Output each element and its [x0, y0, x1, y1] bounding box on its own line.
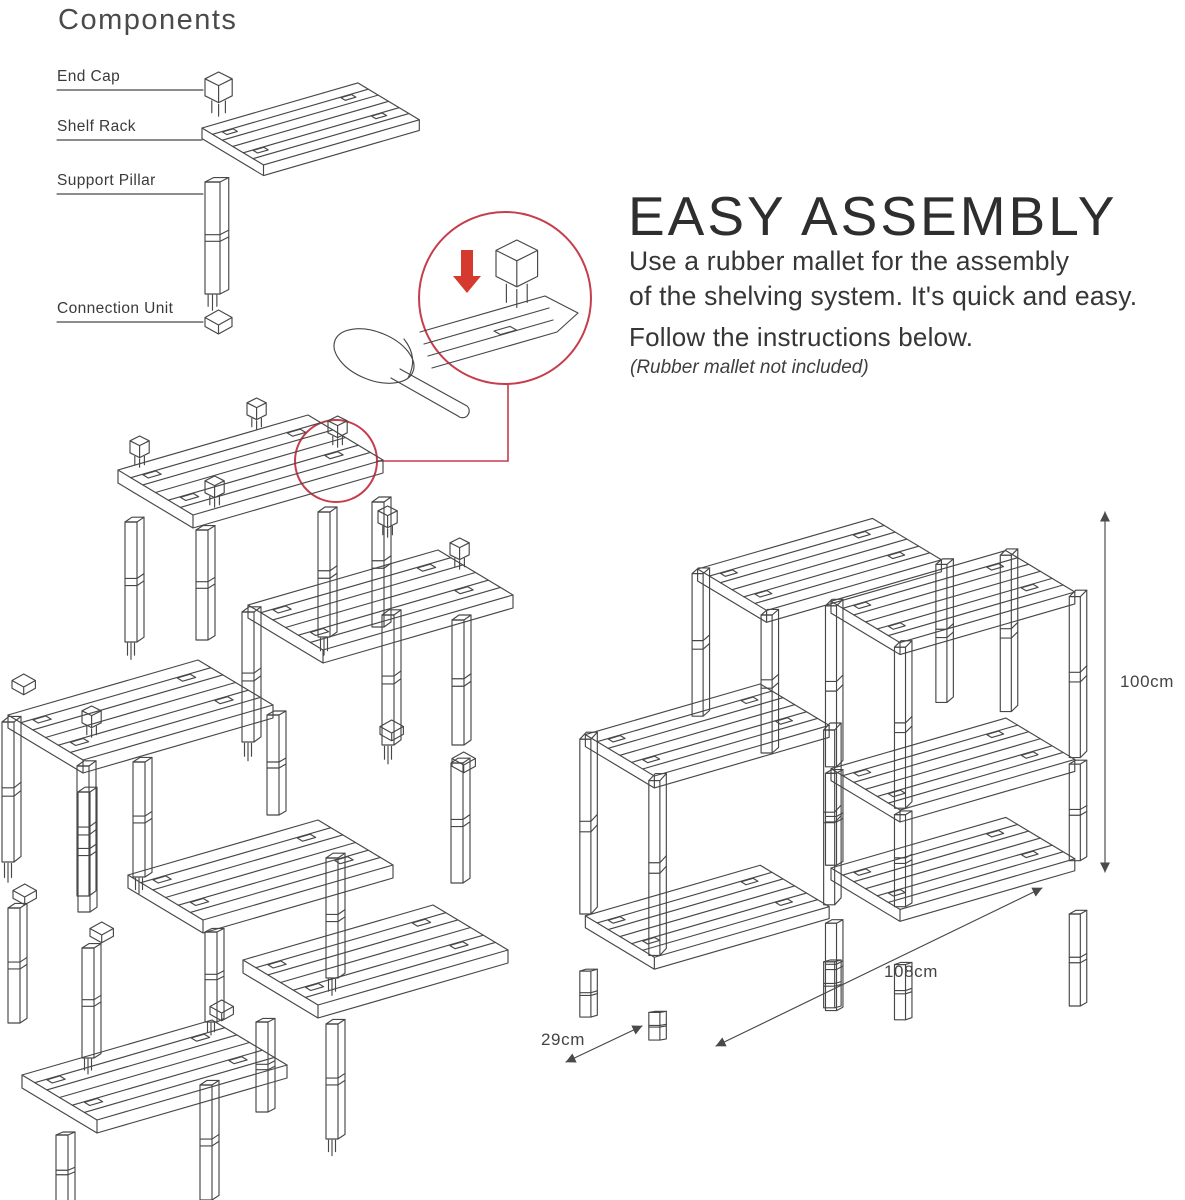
depth-dimension-label: 29cm: [541, 1030, 585, 1049]
width-dimension-arrow: [716, 888, 1042, 1046]
follow-instructions-text: Follow the instructions below.: [629, 322, 974, 352]
exploded-view-diagram: [2, 397, 514, 1200]
connection-unit-icon: [204, 309, 233, 335]
component-label-connection-unit: Connection Unit: [57, 300, 174, 317]
component-label-support-pillar: Support Pillar: [57, 172, 156, 189]
components-title: Components: [58, 4, 238, 36]
height-dimension-label: 100cm: [1120, 672, 1175, 691]
assembly-closeup-circle: [295, 212, 591, 502]
rubber-mallet-icon: [326, 318, 469, 418]
support-pillar-icon: [205, 178, 229, 311]
end-cap-icon: [204, 71, 234, 118]
closeup-shelf-corner: [420, 296, 578, 368]
component-label-end-cap: End Cap: [57, 68, 121, 85]
component-leader-lines: [57, 90, 203, 322]
shelf-rack-icon: [201, 82, 420, 177]
closeup-end-cap-icon: [494, 238, 540, 310]
red-down-arrow-icon: [453, 250, 481, 293]
mallet-note-text: (Rubber mallet not included): [630, 357, 869, 378]
assembly-body-line-1: Use a rubber mallet for the assembly: [629, 246, 1070, 276]
depth-dimension-arrow: [566, 1026, 642, 1062]
component-label-shelf-rack: Shelf Rack: [57, 118, 136, 135]
assembled-unit-diagram: [578, 517, 1088, 1041]
width-dimension-label: 108cm: [884, 962, 939, 981]
assembly-body-line-2: of the shelving system. It's quick and e…: [629, 281, 1138, 311]
assembly-body-text: Use a rubber mallet for the assembly of …: [629, 244, 1137, 314]
easy-assembly-title: EASY ASSEMBLY: [628, 185, 1118, 247]
